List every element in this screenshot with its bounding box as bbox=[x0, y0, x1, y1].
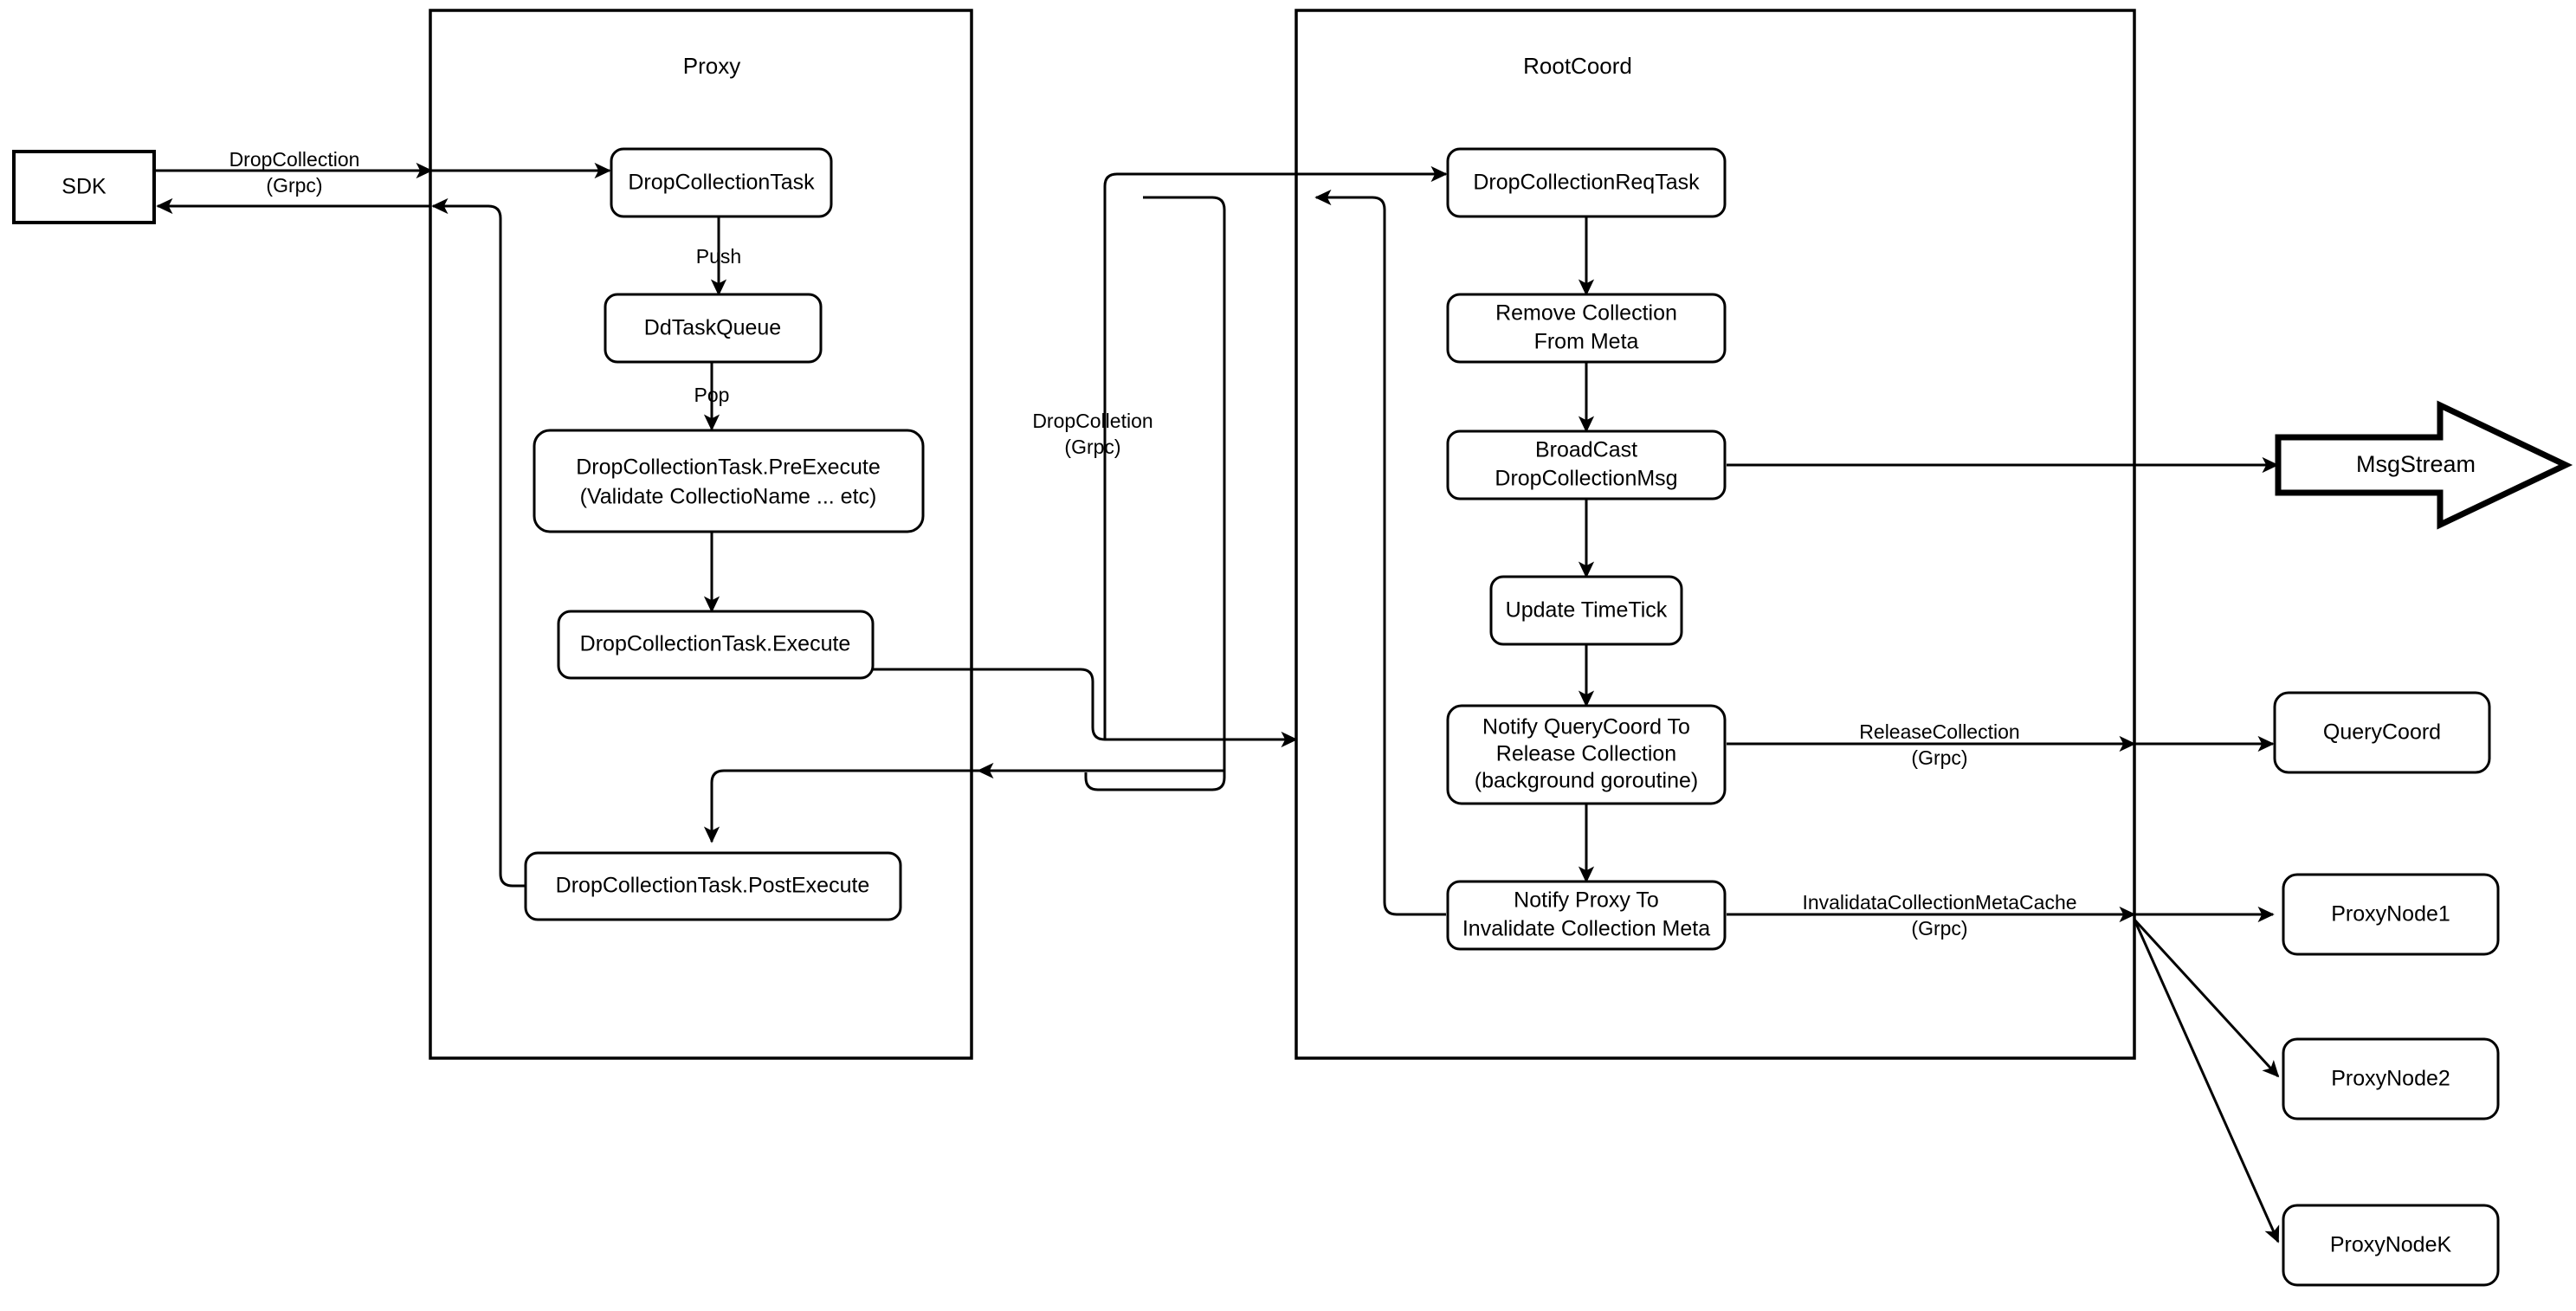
node-msgstream-label: MsgStream bbox=[2356, 451, 2476, 477]
node-postexecute-label: DropCollectionTask.PostExecute bbox=[556, 874, 870, 898]
node-proxynode1[interactable] bbox=[2282, 873, 2500, 956]
edge-label-push: Push bbox=[696, 245, 741, 268]
edge-label-dropcollection-grpc-line1: DropCollection bbox=[229, 148, 360, 171]
edge-label-pop: Pop bbox=[694, 384, 730, 406]
node-remove-collection-from-meta-label-line2: From Meta bbox=[1534, 330, 1639, 354]
edge-notifyproxy-return-path bbox=[1351, 196, 1446, 916]
node-broadcast-label-line2: DropCollectionMsg bbox=[1495, 467, 1677, 491]
edge-rootcoord-up-channel bbox=[1103, 172, 1296, 739]
edge-postexecute-to-sdk bbox=[431, 197, 529, 888]
edge-label-dropcolletion-grpc-line2: (Grpc) bbox=[1064, 436, 1120, 458]
node-notify-querycoord-label-line1: Notify QueryCoord To bbox=[1482, 715, 1690, 739]
node-update-timetick[interactable] bbox=[1489, 575, 1683, 646]
container-rootcoord bbox=[1294, 9, 2136, 1060]
node-proxynodek-label: ProxyNodeK bbox=[2330, 1233, 2452, 1257]
node-remove-collection-from-meta-label-line1: Remove Collection bbox=[1495, 301, 1677, 326]
node-preexecute[interactable] bbox=[533, 429, 925, 533]
container-proxy-label: Proxy bbox=[683, 53, 740, 79]
node-broadcast-label-line1: BroadCast bbox=[1535, 438, 1637, 462]
node-notify-querycoord-label-line2: Release Collection bbox=[1496, 742, 1676, 766]
node-notify-proxy-label-line1: Notify Proxy To bbox=[1514, 888, 1659, 913]
node-dropcollectionreqtask[interactable] bbox=[1446, 147, 1727, 218]
node-execute-label: DropCollectionTask.Execute bbox=[580, 632, 851, 656]
node-proxynode2[interactable] bbox=[2282, 1037, 2500, 1120]
edge-boundary-to-proxynodek bbox=[2133, 919, 2280, 1243]
node-proxynode2-label: ProxyNode2 bbox=[2331, 1067, 2450, 1091]
node-dropcollectionreqtask-label: DropCollectionReqTask bbox=[1473, 171, 1700, 195]
edge-label-dropcollection-grpc-line2: (Grpc) bbox=[266, 174, 322, 197]
node-querycoord-label: QueryCoord bbox=[2323, 720, 2441, 745]
node-broadcast-dropcollectionmsg[interactable] bbox=[1446, 429, 1727, 501]
node-preexecute-label-line2: (Validate CollectioName ... etc) bbox=[580, 485, 877, 509]
edge-return-jog bbox=[1084, 771, 1226, 791]
node-querycoord[interactable] bbox=[2273, 691, 2491, 774]
container-rootcoord-label: RootCoord bbox=[1523, 53, 1632, 79]
node-postexecute[interactable] bbox=[524, 851, 902, 921]
node-notify-querycoord[interactable] bbox=[1446, 704, 1727, 805]
edge-return-to-postexecute bbox=[703, 769, 978, 843]
container-proxy bbox=[429, 9, 973, 1060]
node-proxynodek[interactable] bbox=[2282, 1204, 2500, 1287]
node-notify-proxy[interactable] bbox=[1446, 880, 1727, 951]
node-sdk-label: SDK bbox=[61, 175, 107, 199]
edge-label-releasecollection-line2: (Grpc) bbox=[1911, 746, 1967, 769]
edge-label-invalidatecache-line2: (Grpc) bbox=[1911, 917, 1967, 940]
node-preexecute-label-line1: DropCollectionTask.PreExecute bbox=[576, 455, 881, 480]
node-remove-collection-from-meta[interactable] bbox=[1446, 293, 1727, 364]
node-dropcollectiontask[interactable] bbox=[610, 147, 833, 218]
node-ddtaskqueue[interactable] bbox=[604, 293, 823, 364]
node-proxynode1-label: ProxyNode1 bbox=[2331, 902, 2450, 927]
edge-label-invalidatecache-line1: InvalidataCollectionMetaCache bbox=[1802, 891, 2076, 914]
node-dropcollectiontask-label: DropCollectionTask bbox=[628, 171, 815, 195]
node-update-timetick-label: Update TimeTick bbox=[1506, 598, 1668, 623]
edge-label-releasecollection-line1: ReleaseCollection bbox=[1859, 720, 2019, 743]
node-execute[interactable] bbox=[557, 610, 875, 680]
edge-label-dropcolletion-grpc-line1: DropColletion bbox=[1032, 410, 1152, 432]
node-notify-querycoord-label-line3: (background goroutine) bbox=[1475, 769, 1699, 793]
edge-execute-to-rootcoord bbox=[712, 668, 1298, 748]
node-ddtaskqueue-label: DdTaskQueue bbox=[644, 316, 781, 340]
edge-boundary-to-proxynode2 bbox=[2133, 918, 2280, 1078]
node-msgstream[interactable] bbox=[2275, 400, 2573, 530]
edge-rootcoord-return-channel bbox=[1143, 196, 1226, 771]
node-notify-proxy-label-line2: Invalidate Collection Meta bbox=[1462, 917, 1710, 941]
node-sdk[interactable] bbox=[12, 150, 156, 224]
